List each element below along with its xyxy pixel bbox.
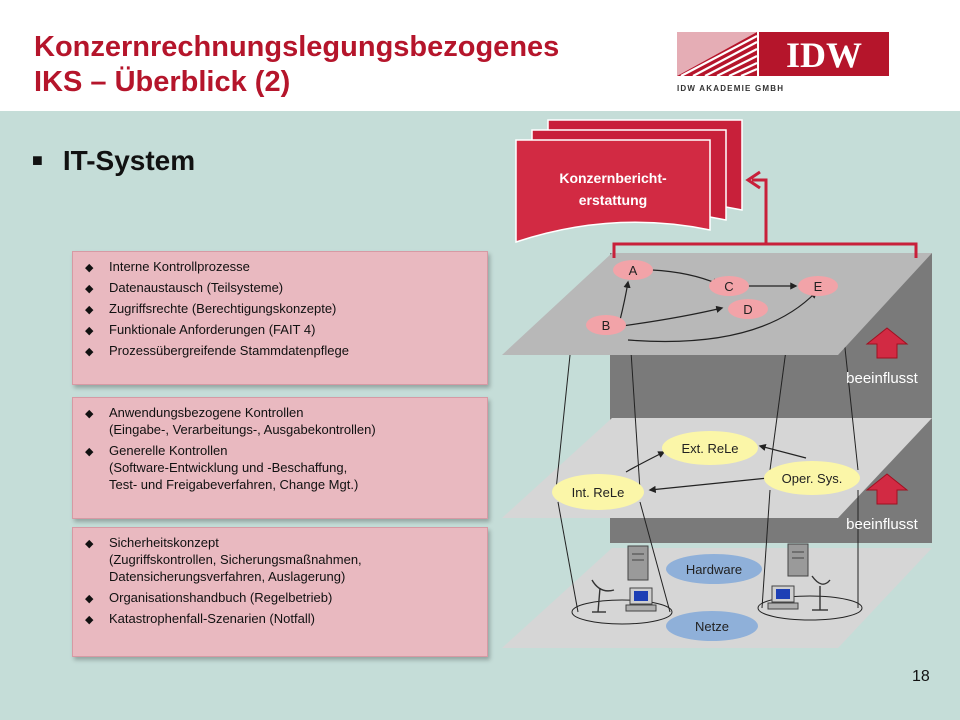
list-item: ◆Generelle Kontrollen(Software-Entwicklu… [85, 443, 359, 492]
node-int-rele [552, 474, 644, 510]
server-icon [787, 543, 809, 577]
title-line-1: Konzernrechnungslegungsbezogenes [34, 31, 560, 63]
node-netze [666, 611, 758, 641]
report-arrow [752, 178, 768, 244]
satellite-dish-icon [591, 579, 615, 613]
node-ext-rele [662, 431, 758, 465]
influence-label-bottom: beeinflusst [846, 516, 919, 533]
node-int-rele-label: Int. ReLe [572, 485, 625, 500]
report-documents [515, 119, 743, 244]
node-b [586, 315, 626, 335]
list-item: ◆Interne Kontrollprozesse [73, 258, 487, 275]
list-item: ◆Organisationshandbuch (Regelbetrieb) [73, 589, 487, 606]
computer-icon [767, 585, 799, 610]
node-d [728, 299, 768, 319]
list-item: ◆Prozessübergreifende Stammdatenpflege [73, 342, 487, 359]
up-arrow-icon [865, 473, 909, 505]
diamond-bullet-icon: ◆ [85, 446, 94, 458]
diamond-bullet-icon: ◆ [85, 325, 94, 337]
up-arrow-icon [865, 327, 909, 359]
node-oper-sys [764, 461, 860, 495]
list-item: ◆Katastrophenfall-Szenarien (Notfall) [73, 610, 487, 627]
application-arrows [625, 443, 807, 493]
section-heading: ■ IT-System [32, 145, 195, 177]
logo-subtext: IDW AKADEMIE GMBH [677, 84, 785, 93]
node-oper-sys-label: Oper. Sys. [782, 471, 843, 486]
node-c-label: C [724, 279, 733, 294]
list-item: ◆Funktionale Anforderungen (FAIT 4) [73, 321, 487, 338]
control-box-1: ◆Interne Kontrollprozesse ◆Datenaustausc… [72, 251, 488, 385]
node-hardware-label: Hardware [686, 562, 742, 577]
diamond-bullet-icon: ◆ [85, 262, 94, 274]
server-icon [627, 545, 649, 581]
diamond-bullet-icon: ◆ [85, 346, 94, 358]
diamond-bullet-icon: ◆ [85, 593, 94, 605]
node-ext-rele-label: Ext. ReLe [681, 441, 738, 456]
diamond-bullet-icon: ◆ [85, 408, 94, 420]
diamond-bullet-icon: ◆ [85, 614, 94, 626]
node-a [613, 260, 653, 280]
page-number: 18 [912, 668, 930, 685]
node-a-label: A [629, 263, 638, 278]
logo-stripes [677, 32, 758, 78]
control-box-2: ◆Anwendungsbezogene Kontrollen(Eingabe-,… [72, 397, 488, 519]
layer-infrastructure [502, 548, 932, 648]
node-hardware [666, 554, 762, 584]
list-item: ◆Anwendungsbezogene Kontrollen(Eingabe-,… [85, 405, 376, 437]
report-label-2: erstattung [579, 192, 647, 208]
node-e-label: E [814, 279, 823, 294]
node-netze-label: Netze [695, 619, 729, 634]
title-line-2: IKS – Überblick (2) [34, 66, 291, 98]
computer-icon [625, 587, 657, 612]
list-item: ◆Zugriffsrechte (Berechtigungskonzepte) [73, 300, 487, 317]
layer-connectors [555, 319, 863, 625]
page-title: Konzernrechnungslegungsbezogenes IKS – Ü… [34, 30, 559, 100]
report-arrow-head [745, 170, 761, 190]
node-b-label: B [602, 318, 611, 333]
control-box-3: ◆Sicherheitskonzept(Zugriffskontrollen, … [72, 527, 488, 657]
list-item: ◆Datenaustausch (Teilsysteme) [73, 279, 487, 296]
heading-bullet-icon: ■ [32, 150, 43, 170]
list-item: ◆Sicherheitskonzept(Zugriffskontrollen, … [85, 535, 362, 584]
influence-label-top: beeinflusst [846, 370, 919, 387]
logo-panel [759, 32, 889, 76]
diamond-bullet-icon: ◆ [85, 304, 94, 316]
idw-logo: IDW [677, 32, 889, 78]
node-d-label: D [743, 302, 752, 317]
report-label-1: Konzernbericht- [559, 170, 667, 186]
node-e [798, 276, 838, 296]
satellite-dish-icon [811, 575, 831, 611]
diamond-bullet-icon: ◆ [85, 283, 94, 295]
node-c [709, 276, 749, 296]
logo-text: IDW [786, 35, 862, 75]
diamond-bullet-icon: ◆ [85, 538, 94, 550]
heading-text: IT-System [62, 145, 196, 176]
